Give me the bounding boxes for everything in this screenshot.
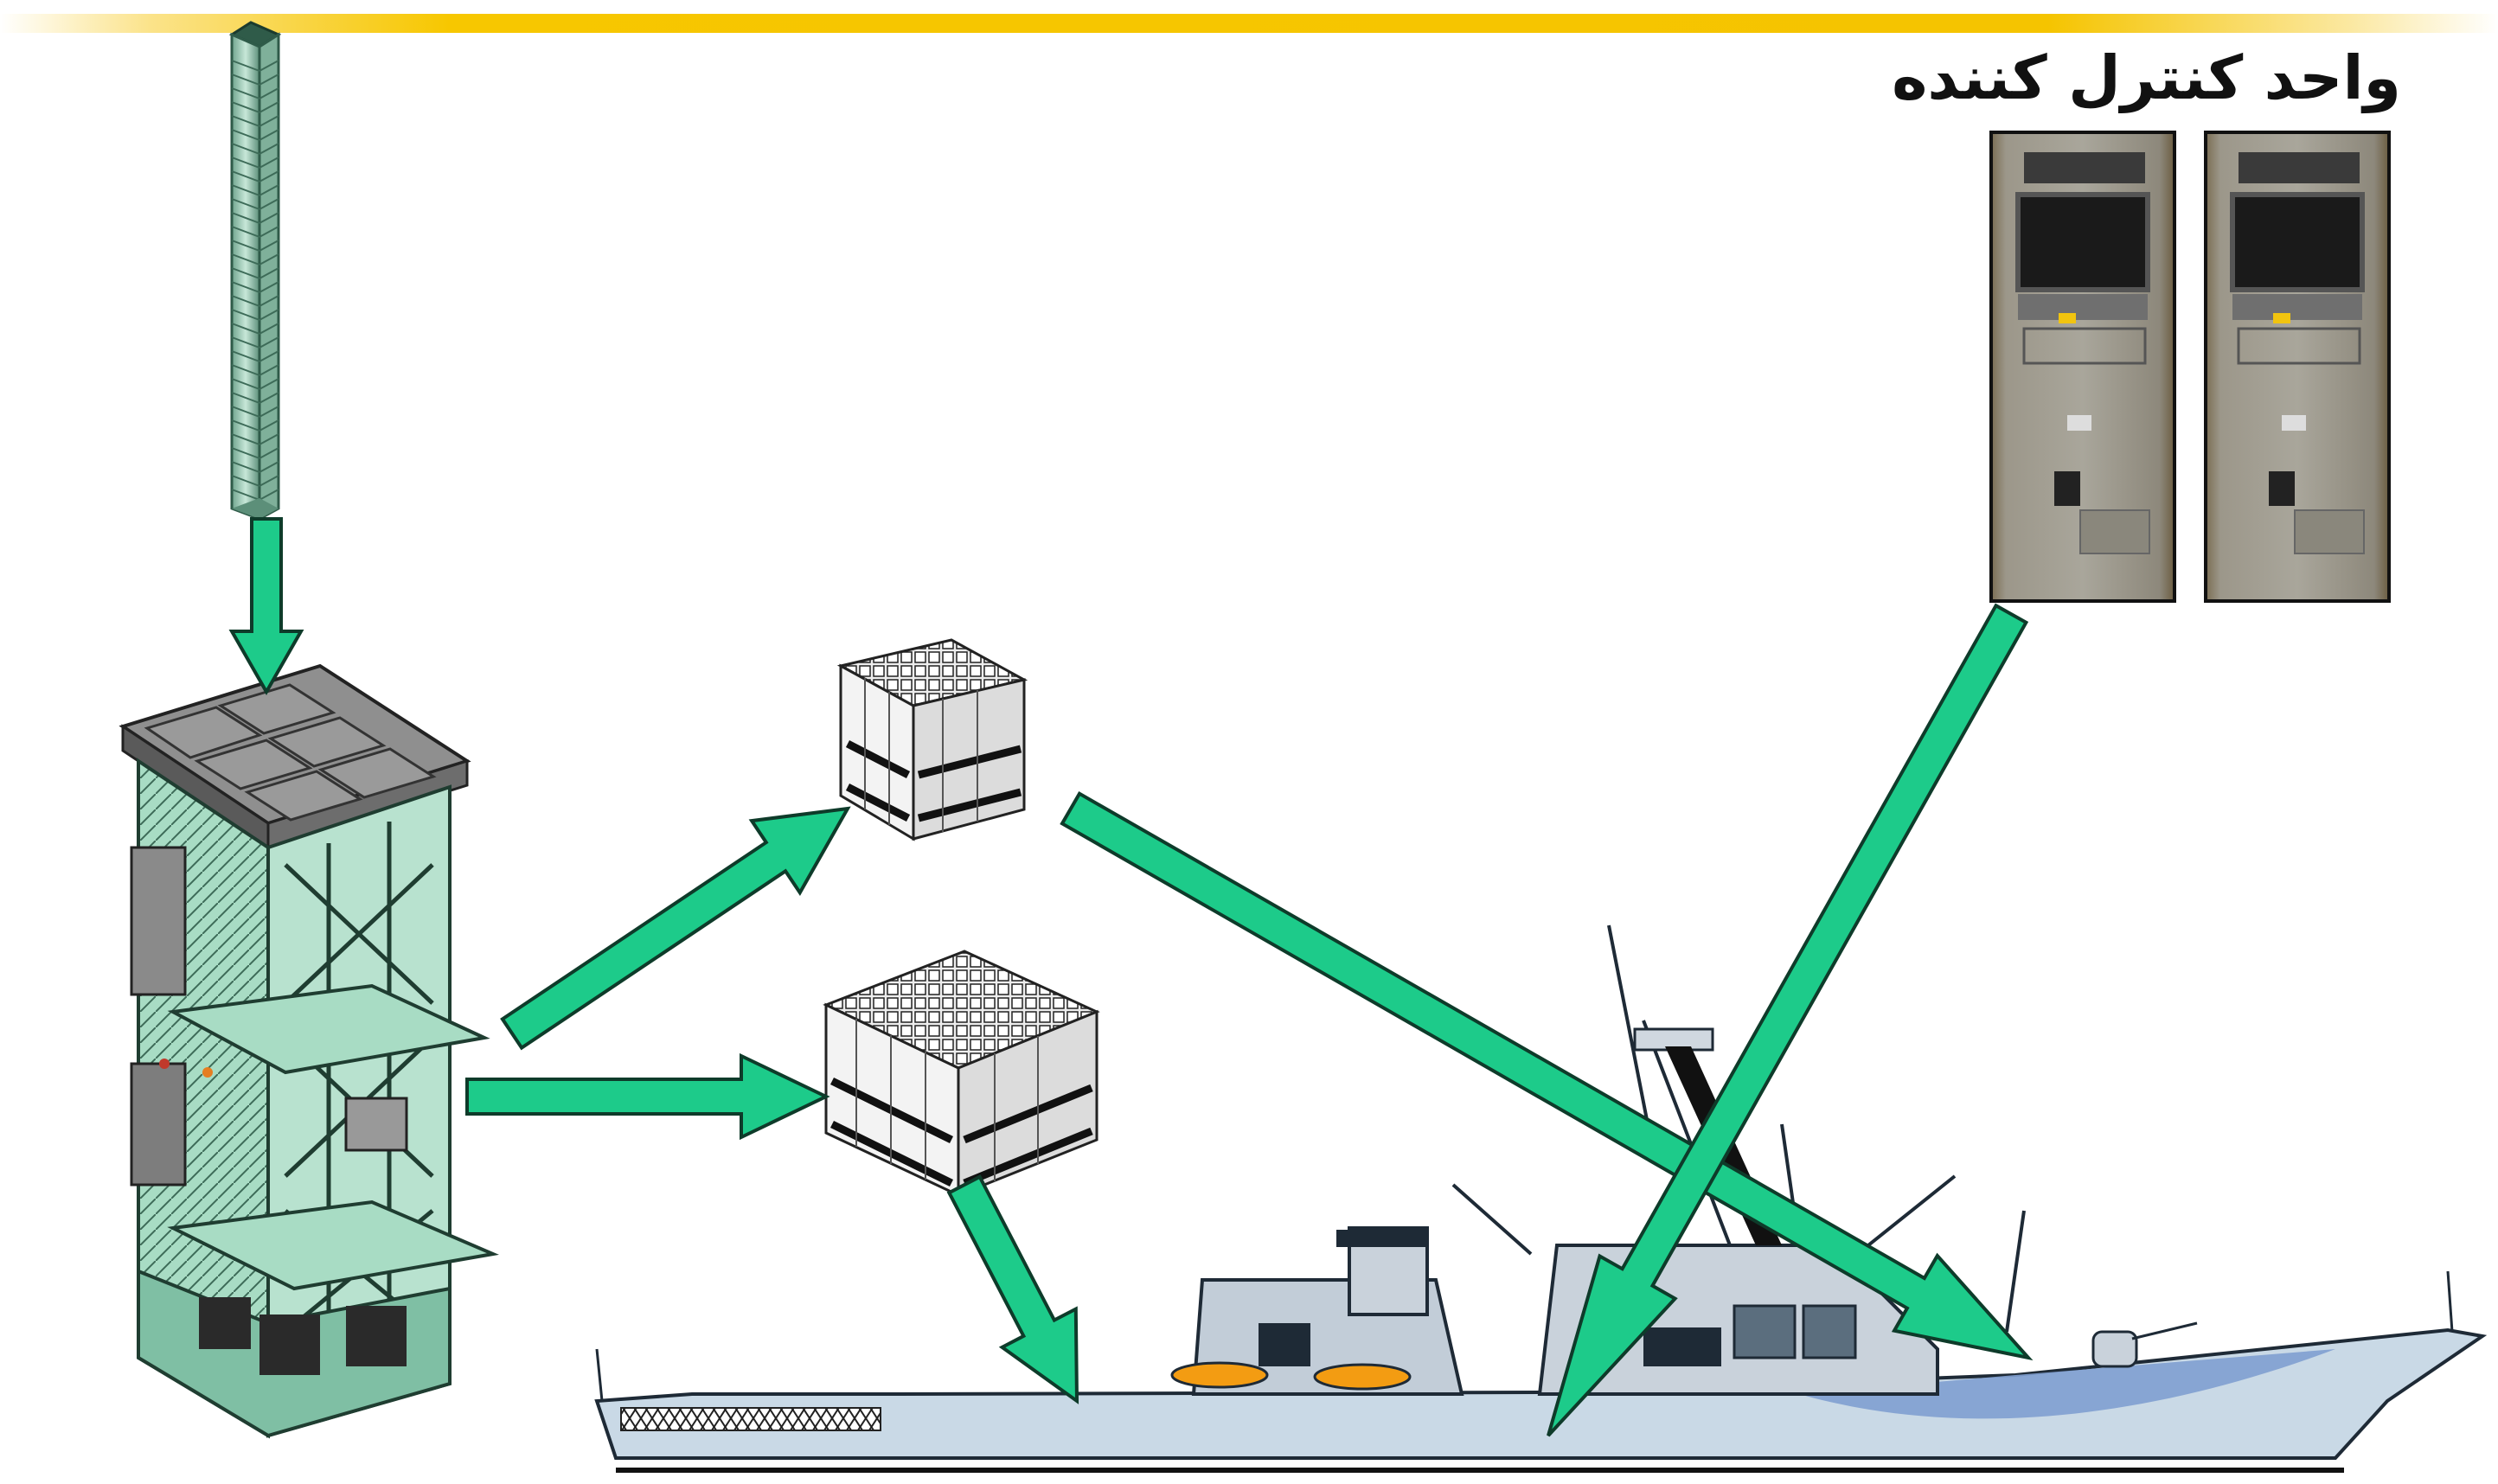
arrow-module-large-to-ship — [946, 1174, 1079, 1404]
top-accent-bar — [0, 14, 2498, 33]
launcher-tower-icon — [118, 663, 499, 1439]
launcher-module-cluster-icon — [823, 950, 1100, 1198]
arrow-cabinet-to-ship — [1547, 603, 2029, 1437]
launcher-module-icon — [836, 638, 1028, 841]
vertical-launch-mast-icon — [228, 21, 282, 521]
flow-arrows — [228, 517, 2034, 1437]
controller-unit-title: واحد کنترل کننده — [1892, 42, 2401, 113]
arrow-mast-to-tower — [228, 517, 304, 696]
arrow-tower-to-module-large — [465, 1052, 830, 1141]
arrow-tower-to-module-small — [500, 806, 851, 1051]
arrow-module-small-to-ship — [1060, 790, 2034, 1361]
control-cabinet-icon — [1989, 131, 2391, 603]
